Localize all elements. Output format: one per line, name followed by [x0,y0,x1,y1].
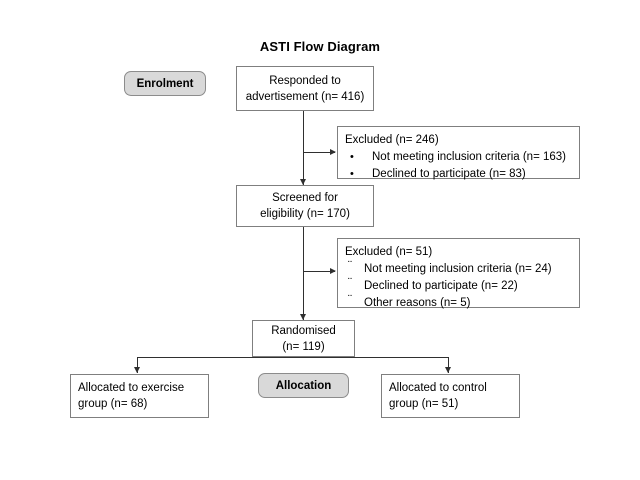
box-randomised-line-1: Randomised [271,324,336,337]
connector-randomised-split [137,357,449,358]
box-randomised: Randomised (n= 119) [252,320,355,357]
arrowhead-exclusion-1 [330,149,336,155]
stage-label-enrolment: Enrolment [124,71,206,96]
exclusion-1-item-label: Not meeting inclusion criteria (n= 163) [372,151,566,163]
exclusion-2-item: ¨ Declined to participate (n= 22) [345,275,579,295]
exclusion-2-heading: Excluded (n= 51) [345,246,433,258]
bullet-icon: • [350,151,354,163]
box-control-line-1: Allocated to control [389,382,487,394]
exclusion-1-item: • Not meeting inclusion criteria (n= 163… [345,149,579,166]
exclusion-2-item-label: Declined to participate (n= 22) [364,280,518,292]
box-exercise-line-1: Allocated to exercise [78,382,185,394]
box-screened-for-eligibility: Screened for eligibility (n= 170) [236,185,374,227]
box-screened-line-1: Screened for [272,192,338,204]
arrowhead-control-group [445,367,451,373]
exclusion-box-after-screening: Excluded (n= 51) ¨ Not meeting inclusion… [337,238,580,309]
box-allocated-exercise-group: Allocated to exercise group (n= 68) [70,374,209,418]
box-exercise-line-2: group (n= 68) [78,398,148,410]
connector-to-control-group [448,357,449,373]
exclusion-2-item-label: Other reasons (n= 5) [364,297,471,309]
exclusion-box-after-advertisement: Excluded (n= 246) • Not meeting inclusio… [337,126,580,180]
exclusion-2-item: ¨ Other reasons (n= 5) [345,292,579,312]
exclusion-2-item-label: Not meeting inclusion criteria (n= 24) [364,263,552,275]
box-allocated-control-group: Allocated to control group (n= 51) [381,374,520,418]
connector-to-exercise-group [137,357,138,373]
double-dot-bullet-icon: ¨ [348,292,352,306]
connector-screened-to-randomised [303,227,304,320]
box-responded-line-1: Responded to [269,74,341,87]
arrowhead-exercise-group [134,367,140,373]
box-responded-line-2: advertisement (n= 416) [245,90,365,103]
connector-to-exclusion-2 [303,271,335,272]
page-title: ASTI Flow Diagram [259,39,381,54]
arrowhead-screened [300,179,306,185]
box-responded-to-advertisement: Responded to advertisement (n= 416) [236,66,374,111]
double-dot-bullet-icon: ¨ [348,258,352,272]
double-dot-bullet-icon: ¨ [348,275,352,289]
box-control-line-2: group (n= 51) [389,398,459,410]
connector-responded-to-screened [303,111,304,185]
box-randomised-line-2: (n= 119) [282,340,325,353]
stage-label-allocation: Allocation [258,373,349,398]
arrowhead-exclusion-2 [330,268,336,274]
bullet-icon: • [350,168,354,180]
exclusion-2-item: ¨ Not meeting inclusion criteria (n= 24) [345,258,579,278]
exclusion-1-heading: Excluded (n= 246) [345,134,439,146]
arrowhead-randomised [300,314,306,320]
connector-to-exclusion-1 [303,152,335,153]
box-screened-line-2: eligibility (n= 170) [260,208,350,220]
exclusion-1-item: • Declined to participate (n= 83) [345,166,579,183]
exclusion-1-item-label: Declined to participate (n= 83) [372,168,526,180]
